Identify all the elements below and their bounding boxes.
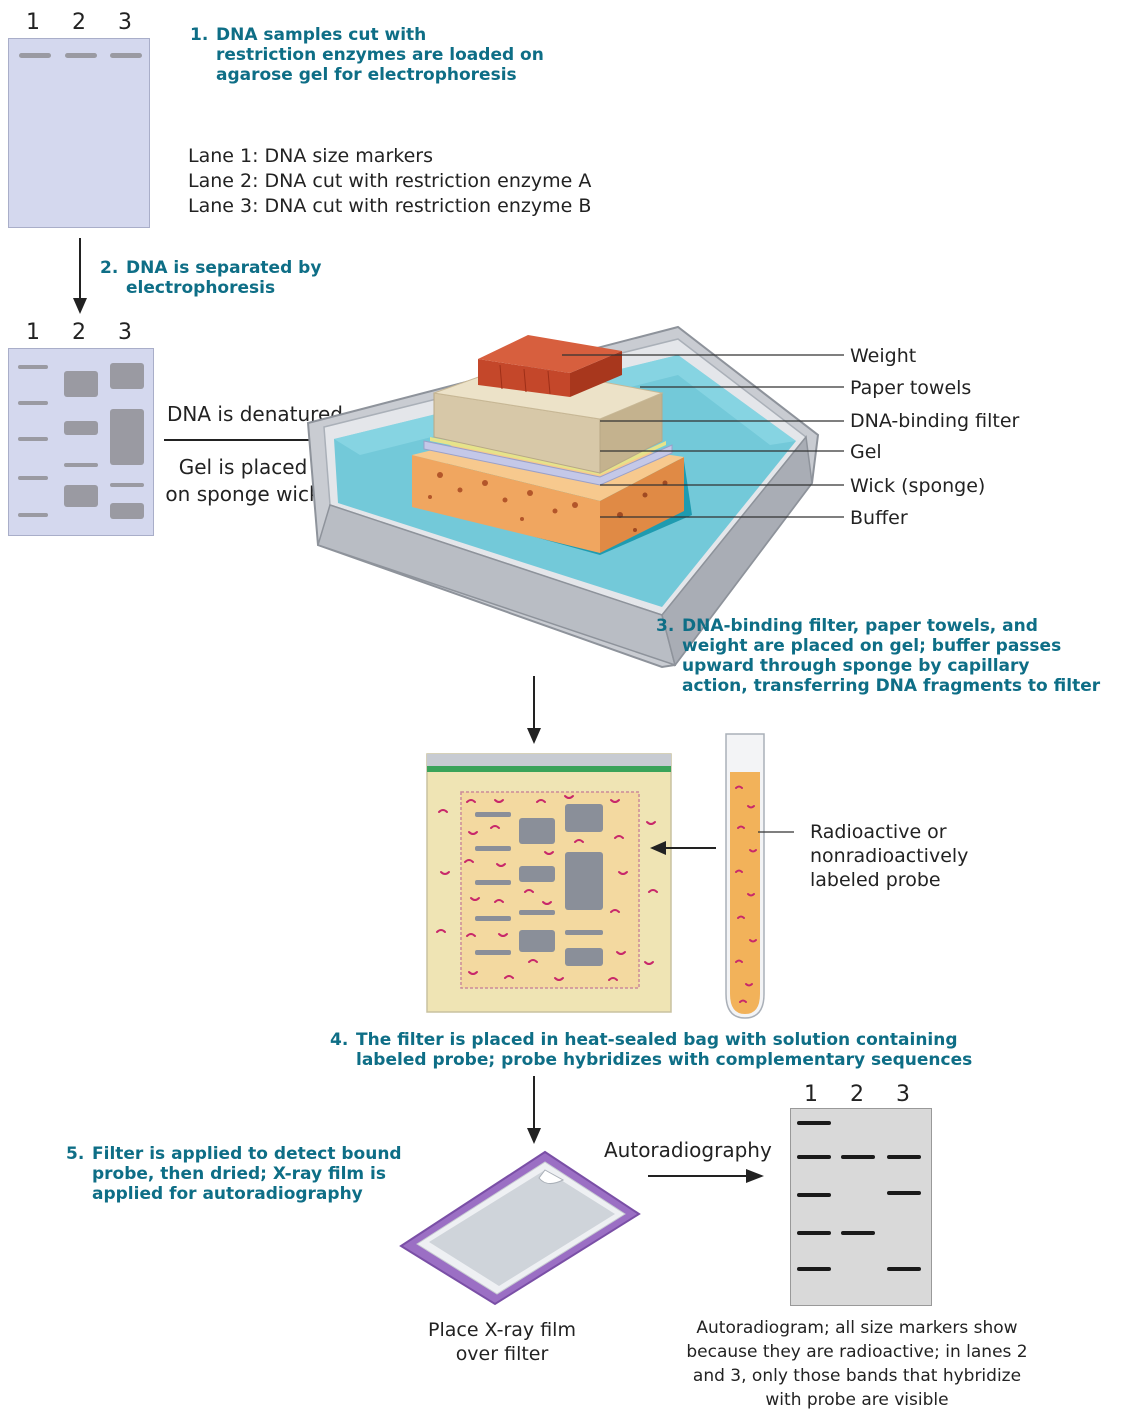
lane-legend-item: Lane 2: DNA cut with restriction enzyme … (188, 170, 592, 192)
left-arrow-icon (650, 841, 716, 855)
step-1-number: 1. (190, 25, 209, 45)
step-3-number: 3. (656, 616, 675, 636)
lane-number: 3 (118, 320, 132, 345)
autoradiogram-band (797, 1231, 831, 1235)
lane3-band (110, 503, 144, 519)
lane-number: 1 (26, 10, 40, 35)
marker-band (18, 437, 48, 441)
step-1-text: DNA samples cut with restriction enzymes… (216, 25, 544, 85)
step-5-number: 5. (66, 1144, 85, 1164)
marker-band (18, 365, 48, 369)
autoradiogram-lane-numbers: 1 2 3 (792, 1082, 922, 1108)
step-5: 5. Filter is applied to detect bound pro… (66, 1144, 446, 1204)
autoradiogram-band (887, 1155, 921, 1159)
autoradiogram-band (797, 1121, 831, 1125)
lane-number: 2 (72, 320, 86, 345)
step-2-number: 2. (100, 258, 119, 278)
autoradiogram-caption: Autoradiogram; all size markers show bec… (686, 1318, 1028, 1410)
right-arrow-icon (648, 1169, 764, 1183)
lane2-band (64, 463, 98, 467)
label-buffer: Buffer (850, 507, 908, 529)
autoradiogram-band (797, 1193, 831, 1197)
step-2-text: DNA is separated by electrophoresis (126, 258, 322, 298)
marker-band (18, 401, 48, 405)
marker-band (18, 476, 48, 480)
loaded-sample-band (65, 53, 97, 58)
marker-band (18, 513, 48, 517)
autoradiography-label: Autoradiography (604, 1138, 772, 1162)
step-4-text: The filter is placed in heat-sealed bag … (356, 1030, 973, 1070)
lane-number: 3 (118, 10, 132, 35)
loaded-gel (8, 38, 150, 228)
down-arrow-icon (527, 1076, 541, 1144)
autoradiogram-band (841, 1231, 875, 1235)
loaded-sample-band (110, 53, 142, 58)
lane-number: 2 (72, 10, 86, 35)
lane2-band (64, 485, 98, 507)
separated-gel (8, 348, 154, 536)
autoradiogram-band (841, 1155, 875, 1159)
loaded-sample-band (19, 53, 51, 58)
lane-number: 2 (850, 1082, 864, 1107)
autoradiogram (790, 1108, 932, 1306)
step-2: 2. DNA is separated by electrophoresis (100, 258, 400, 298)
lane-legend-item: Lane 3: DNA cut with restriction enzyme … (188, 195, 592, 217)
lane-legend-item: Lane 1: DNA size markers (188, 145, 433, 167)
label-dna-binding-filter: DNA-binding filter (850, 410, 1020, 432)
label-wick: Wick (sponge) (850, 475, 986, 497)
lane3-band (110, 363, 144, 389)
down-arrow-icon (73, 238, 87, 314)
step-3: 3. DNA-binding filter, paper towels, and… (656, 616, 1134, 696)
lane-number: 1 (804, 1082, 818, 1107)
step-5-text: Filter is applied to detect bound probe,… (92, 1144, 402, 1204)
film-caption: Place X-ray film over filter (428, 1319, 576, 1365)
lane-number: 1 (26, 320, 40, 345)
xray-film-cassette (399, 1150, 641, 1306)
step-4: 4. The filter is placed in heat-sealed b… (330, 1030, 1050, 1070)
autoradiogram-band (797, 1267, 831, 1271)
step-4-number: 4. (330, 1030, 349, 1050)
label-weight: Weight (850, 345, 917, 367)
probe-tube (725, 733, 794, 1019)
lane2-band (64, 371, 98, 397)
lane3-band (110, 483, 144, 487)
step-1: 1. DNA samples cut with restriction enzy… (190, 25, 610, 85)
gel1-lane-numbers: 1 2 3 (16, 10, 146, 36)
heat-sealed-bag (426, 753, 672, 1013)
southern-transfer-apparatus (306, 325, 844, 669)
autoradiogram-band (887, 1267, 921, 1271)
probe-label: Radioactive or nonradioactively labeled … (810, 821, 969, 891)
lane-number: 3 (896, 1082, 910, 1107)
gel2-lane-numbers: 1 2 3 (16, 320, 146, 346)
lane3-band (110, 409, 144, 465)
label-paper-towels: Paper towels (850, 377, 972, 399)
autoradiogram-band (887, 1191, 921, 1195)
lane-legend: Lane 1: DNA size markers Lane 2: DNA cut… (188, 144, 708, 219)
step-3-text: DNA-binding filter, paper towels, and we… (682, 616, 1101, 696)
label-gel: Gel (850, 441, 882, 463)
autoradiogram-band (797, 1155, 831, 1159)
down-arrow-icon (527, 676, 541, 744)
lane2-band (64, 421, 98, 435)
